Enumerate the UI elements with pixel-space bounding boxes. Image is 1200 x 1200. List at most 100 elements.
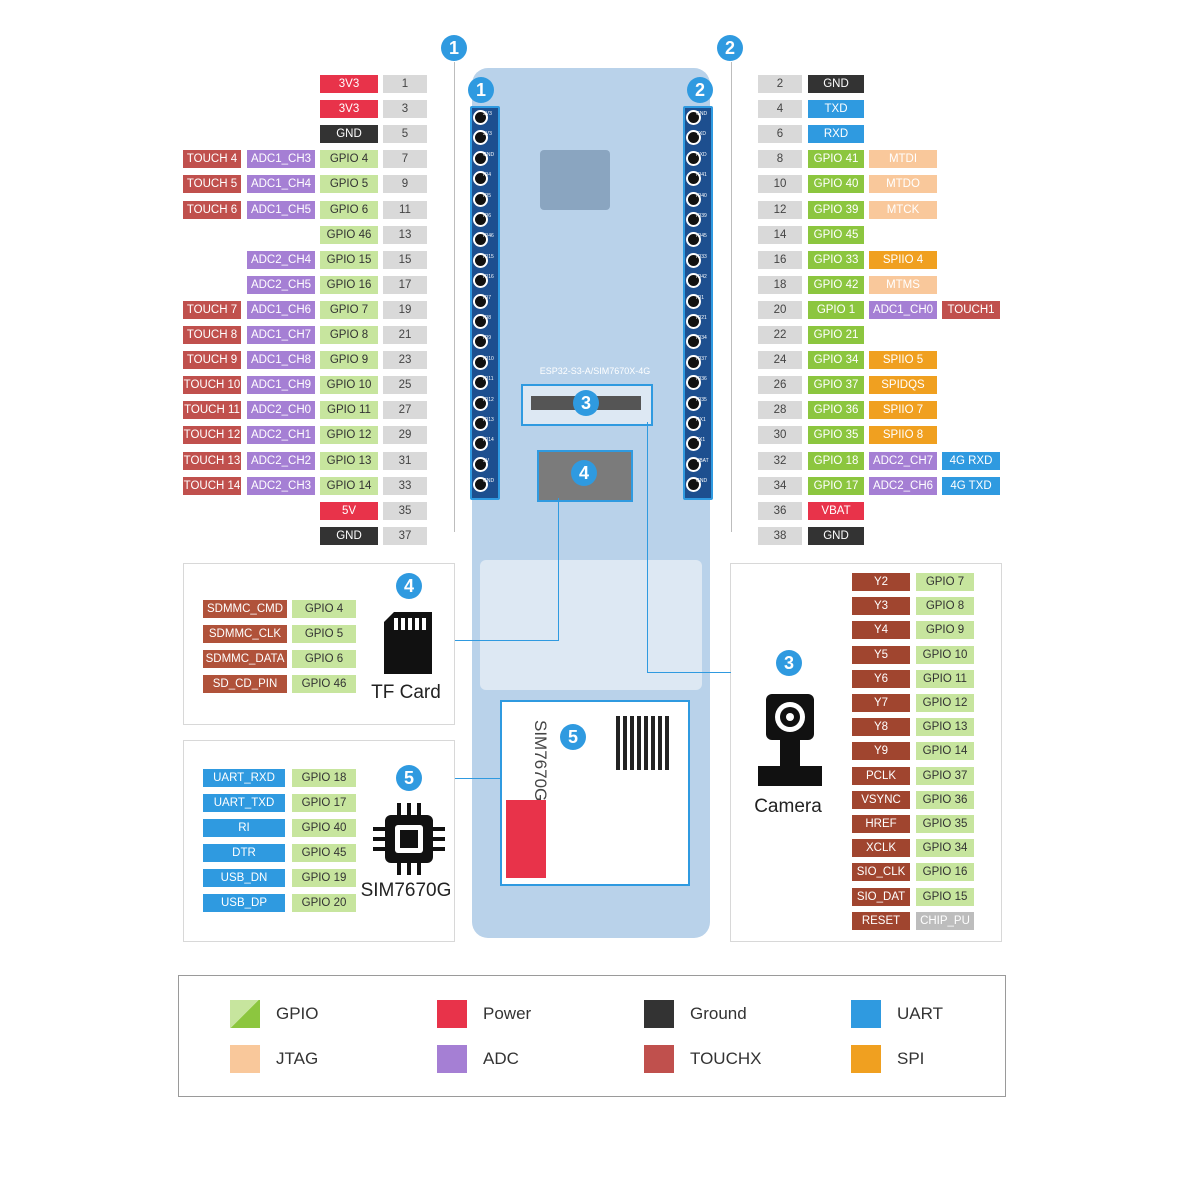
gpio-label: GPIO 10 bbox=[916, 645, 974, 664]
silk-label: IO7 bbox=[483, 294, 492, 301]
silk-label: 3V3 bbox=[483, 111, 492, 117]
header-pin-hole bbox=[473, 212, 488, 227]
touch-label: TOUCH 9 bbox=[183, 351, 241, 370]
gpio-label: GPIO 15 bbox=[916, 887, 974, 906]
pin-number: 10 bbox=[758, 175, 802, 194]
silk-label: GND bbox=[483, 478, 495, 485]
silk-label: RX1 bbox=[696, 417, 706, 423]
gpio-label: GPIO 16 bbox=[916, 863, 974, 882]
header-pin-hole bbox=[686, 212, 701, 227]
pin-number: 35 bbox=[383, 501, 427, 520]
pin-number: 13 bbox=[383, 225, 427, 244]
header-pin-hole bbox=[686, 130, 701, 146]
gpio-label: GPIO 39 bbox=[808, 200, 864, 219]
camera-function-label: Y9 bbox=[852, 742, 910, 761]
header-pin-hole bbox=[473, 314, 488, 329]
pin-number: 16 bbox=[758, 250, 802, 269]
legend-swatch-touch bbox=[644, 1045, 674, 1073]
touch-label: TOUCH 13 bbox=[183, 451, 241, 470]
header-pin-hole bbox=[473, 232, 488, 248]
uart-label: RI bbox=[203, 819, 285, 837]
silk-label: IO1 bbox=[696, 294, 705, 301]
header-pin-hole bbox=[473, 252, 488, 268]
silk-label: GND bbox=[696, 478, 708, 485]
sd-function-label: SDMMC_DATA bbox=[203, 650, 287, 668]
pin-number: 31 bbox=[383, 451, 427, 470]
sd-function-label: SDMMC_CMD bbox=[203, 600, 287, 618]
uart-label: USB_DP bbox=[203, 894, 285, 912]
adc-label: ADC1_CH5 bbox=[247, 200, 315, 219]
gpio-label: GPIO 12 bbox=[916, 694, 974, 712]
gpio-label: GPIO 4 bbox=[320, 150, 378, 169]
header-pin-hole bbox=[686, 110, 701, 125]
pin-number: 18 bbox=[758, 275, 802, 294]
pin-number: 26 bbox=[758, 376, 802, 395]
silk-label: IO39 bbox=[696, 213, 707, 219]
sim-module-red-strip bbox=[506, 800, 546, 878]
header-pin-hole bbox=[473, 375, 488, 391]
power-label: 3V3 bbox=[320, 75, 378, 93]
header-pin-hole bbox=[686, 314, 701, 329]
gpio-label: GPIO 10 bbox=[320, 376, 378, 395]
silk-label: IO21 bbox=[696, 315, 707, 321]
gpio-label: GPIO 42 bbox=[808, 275, 864, 294]
uart-label: RXD bbox=[808, 125, 864, 144]
gpio-label: GPIO 8 bbox=[320, 326, 378, 344]
touch-label: TOUCH 8 bbox=[183, 326, 241, 344]
camera-function-label: VSYNC bbox=[852, 790, 910, 809]
adc-label: ADC2_CH4 bbox=[247, 250, 315, 269]
gpio-label: GPIO 35 bbox=[808, 426, 864, 445]
pin-number: 12 bbox=[758, 200, 802, 219]
uart-label: UART_TXD bbox=[203, 794, 285, 812]
gpio-label: GPIO 7 bbox=[320, 300, 378, 319]
gpio-label: GPIO 37 bbox=[916, 766, 974, 785]
header-pin-hole bbox=[686, 436, 701, 452]
silk-label: GND bbox=[483, 151, 495, 158]
gpio-label: GPIO 41 bbox=[808, 150, 864, 169]
power-label: VBAT bbox=[808, 501, 864, 520]
header-pin-hole bbox=[473, 150, 488, 166]
uart-label: TXD bbox=[808, 100, 864, 119]
adc-label: ADC1_CH8 bbox=[247, 351, 315, 370]
tf-connector-line-v bbox=[558, 498, 559, 640]
gpio-label: GPIO 34 bbox=[808, 351, 864, 370]
sim-badge: 5 bbox=[396, 765, 422, 791]
gpio-label: GPIO 15 bbox=[320, 250, 378, 269]
adc-label: ADC2_CH7 bbox=[869, 451, 937, 470]
gpio-label: GPIO 8 bbox=[916, 597, 974, 616]
adc-label: ADC2_CH5 bbox=[247, 275, 315, 294]
gpio-label: GPIO 46 bbox=[320, 225, 378, 244]
adc-label: ADC2_CH1 bbox=[247, 426, 315, 445]
gpio-label: GPIO 18 bbox=[292, 769, 356, 787]
camera-function-label: SIO_DAT bbox=[852, 887, 910, 906]
legend-swatch-power bbox=[437, 1000, 467, 1028]
sim-connector-line bbox=[455, 778, 502, 779]
pin-number: 33 bbox=[383, 476, 427, 495]
header-pin-hole bbox=[473, 334, 488, 350]
gpio-label: GPIO 12 bbox=[320, 426, 378, 445]
jtag-label: MTMS bbox=[869, 275, 937, 294]
gpio-label: GPIO 9 bbox=[320, 351, 378, 370]
gpio-label: GPIO 6 bbox=[320, 200, 378, 219]
silk-label: IO9 bbox=[483, 335, 492, 342]
power-label: 5V bbox=[320, 501, 378, 520]
header-pin-hole bbox=[686, 416, 701, 431]
header-pin-hole bbox=[686, 150, 701, 166]
header-pin-hole bbox=[686, 334, 701, 350]
right-guide-line bbox=[731, 62, 732, 532]
board-badge-1: 1 bbox=[468, 77, 494, 103]
silk-label: IO6 bbox=[483, 213, 492, 219]
left-guide-line bbox=[454, 62, 455, 532]
header-pin-hole bbox=[686, 232, 701, 248]
silk-label: IO11 bbox=[483, 376, 494, 383]
silk-label: TX1 bbox=[696, 437, 706, 444]
ground-label: GND bbox=[320, 526, 378, 545]
sim-caption: SIM7670G bbox=[360, 880, 452, 901]
gpio-label: GPIO 20 bbox=[292, 894, 356, 912]
adc-label: ADC1_CH9 bbox=[247, 376, 315, 395]
tf-connector-line bbox=[455, 640, 559, 641]
pin-number: 17 bbox=[383, 275, 427, 294]
silk-label: IO12 bbox=[483, 396, 494, 403]
gpio-label: GPIO 6 bbox=[292, 650, 356, 668]
